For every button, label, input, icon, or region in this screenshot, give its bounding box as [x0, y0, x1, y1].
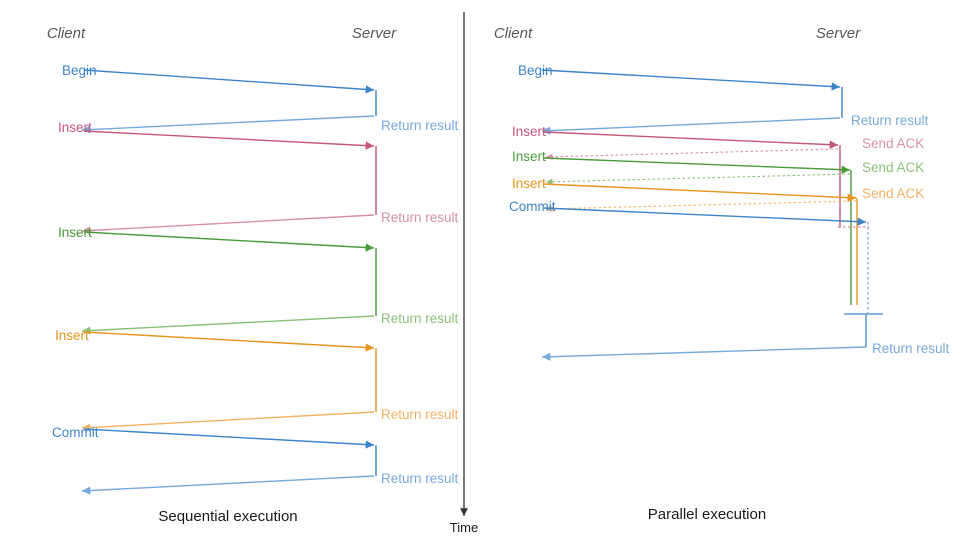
message-parallel-insert-3[interactable]: Insert	[512, 176, 857, 202]
message-label-parallel-begin-return: Return result	[851, 113, 929, 128]
message-sequential-commit-return[interactable]: Return result	[81, 445, 459, 495]
caption-sequential: Sequential execution	[158, 508, 297, 525]
server-header-parallel: Server	[816, 25, 861, 42]
arrow-insert-2-return	[81, 315, 375, 335]
arrow-commit-return	[81, 475, 375, 495]
message-label-sequential-insert-2: Insert	[58, 225, 92, 240]
message-sequential-insert-2[interactable]: Insert	[58, 225, 375, 252]
message-parallel-insert-2-ack[interactable]: Send ACK	[545, 160, 924, 305]
message-parallel-commit-return[interactable]: Return result	[541, 341, 950, 361]
message-label-sequential-commit: Commit	[52, 425, 99, 440]
time-axis-label: Time	[450, 520, 478, 535]
arrow-insert-2	[83, 231, 375, 252]
arrow-insert-1-ack	[545, 148, 839, 161]
message-label-parallel-insert-3-ack: Send ACK	[862, 186, 924, 201]
caption-parallel: Parallel execution	[648, 506, 766, 523]
message-parallel-begin-return[interactable]: Return result	[541, 87, 929, 135]
server-header-sequential: Server	[352, 25, 397, 42]
message-parallel-commit[interactable]: Commit	[509, 199, 867, 226]
message-parallel-insert-3-ack[interactable]: Send ACK	[545, 186, 924, 305]
arrow-insert-2	[543, 157, 851, 174]
arrow-insert-3	[543, 183, 857, 202]
message-label-parallel-insert-1: Insert	[512, 124, 546, 139]
arrow-commit	[83, 428, 375, 449]
message-sequential-insert-1[interactable]: Insert	[58, 120, 375, 150]
message-sequential-begin[interactable]: Begin	[62, 63, 375, 94]
message-sequential-insert-3-return[interactable]: Return result	[81, 348, 459, 432]
message-parallel-insert-1[interactable]: Insert	[512, 124, 839, 149]
message-sequential-insert-2-return[interactable]: Return result	[81, 248, 459, 335]
message-label-sequential-commit-return: Return result	[381, 471, 459, 486]
arrow-insert-2-ack	[545, 173, 851, 186]
message-label-sequential-insert-1-return: Return result	[381, 210, 459, 225]
message-sequential-insert-3[interactable]: Insert	[55, 328, 375, 352]
arrow-insert-3-return	[81, 411, 375, 432]
client-header-parallel: Client	[494, 25, 533, 42]
arrow-insert-1	[543, 131, 839, 149]
arrow-insert-1	[83, 130, 375, 150]
arrow-begin-return	[81, 115, 375, 134]
message-parallel-insert-1-ack[interactable]: Send ACK	[545, 136, 924, 228]
message-sequential-insert-1-return[interactable]: Return result	[81, 146, 459, 235]
arrow-begin	[83, 69, 375, 94]
time-axis: Time	[450, 12, 478, 535]
message-label-sequential-insert-2-return: Return result	[381, 311, 459, 326]
message-parallel-insert-2[interactable]: Insert	[512, 149, 851, 174]
arrow-insert-3	[83, 331, 375, 352]
arrow-begin	[541, 69, 841, 91]
message-sequential-commit[interactable]: Commit	[52, 425, 375, 449]
message-label-sequential-insert-1: Insert	[58, 120, 92, 135]
message-label-parallel-insert-2: Insert	[512, 149, 546, 164]
message-label-parallel-commit-return: Return result	[872, 341, 950, 356]
arrow-insert-3-ack	[545, 200, 857, 213]
arrow-begin-return	[541, 117, 841, 135]
message-label-parallel-insert-2-ack: Send ACK	[862, 160, 924, 175]
message-parallel-begin[interactable]: Begin	[518, 63, 841, 91]
arrow-insert-1-return	[81, 214, 375, 235]
message-label-sequential-insert-3: Insert	[55, 328, 89, 343]
message-label-parallel-commit: Commit	[509, 199, 556, 214]
message-label-sequential-insert-3-return: Return result	[381, 407, 459, 422]
message-label-parallel-insert-1-ack: Send ACK	[862, 136, 924, 151]
client-header-sequential: Client	[47, 25, 86, 42]
message-label-parallel-begin: Begin	[518, 63, 553, 78]
arrow-commit	[543, 207, 867, 226]
message-label-sequential-begin-return: Return result	[381, 118, 459, 133]
message-label-parallel-insert-3: Insert	[512, 176, 546, 191]
message-sequential-begin-return[interactable]: Return result	[81, 90, 459, 134]
arrow-commit-return	[541, 346, 867, 361]
message-label-sequential-begin: Begin	[62, 63, 97, 78]
